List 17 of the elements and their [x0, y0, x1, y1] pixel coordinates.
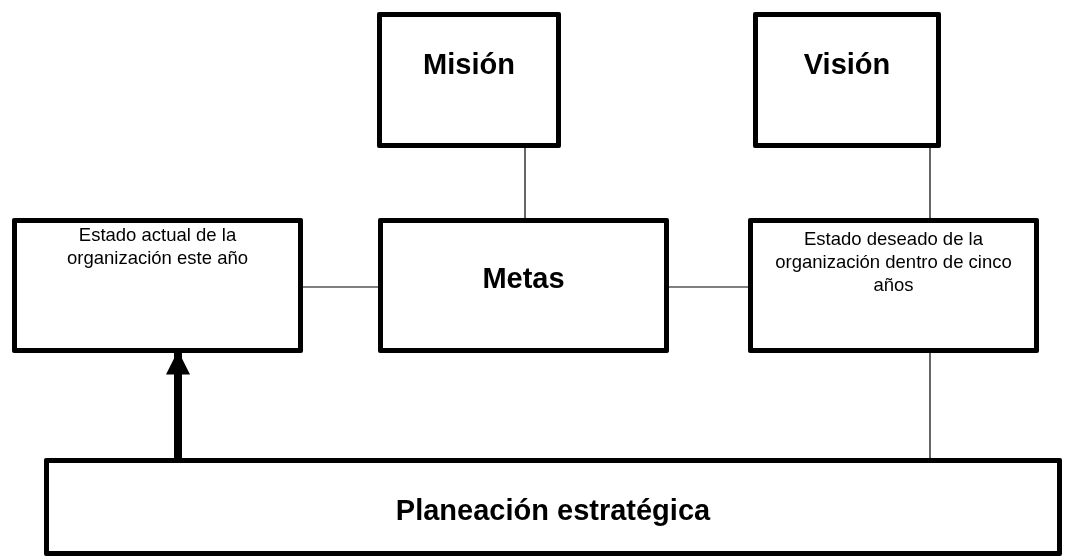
connector-line: [524, 147, 526, 219]
box-label: Misión: [422, 47, 516, 82]
connector-line: [929, 147, 931, 219]
connector-line: [668, 286, 749, 288]
process-box: [378, 218, 669, 353]
process-box: [377, 12, 561, 148]
process-box: [753, 12, 941, 148]
process-box: [12, 218, 303, 353]
box-label: Planeación estratégica: [394, 493, 712, 528]
connector-line: [929, 352, 931, 459]
connector-line: [302, 286, 379, 288]
process-box: [44, 458, 1062, 556]
box-label: Estado deseado de la organización dentro de cinco años: [774, 227, 1013, 297]
box-label: Visión: [802, 47, 892, 82]
box-label: Metas: [481, 261, 566, 296]
box-label: Estado actual de la organización este año: [66, 223, 249, 270]
process-box: [748, 218, 1039, 353]
